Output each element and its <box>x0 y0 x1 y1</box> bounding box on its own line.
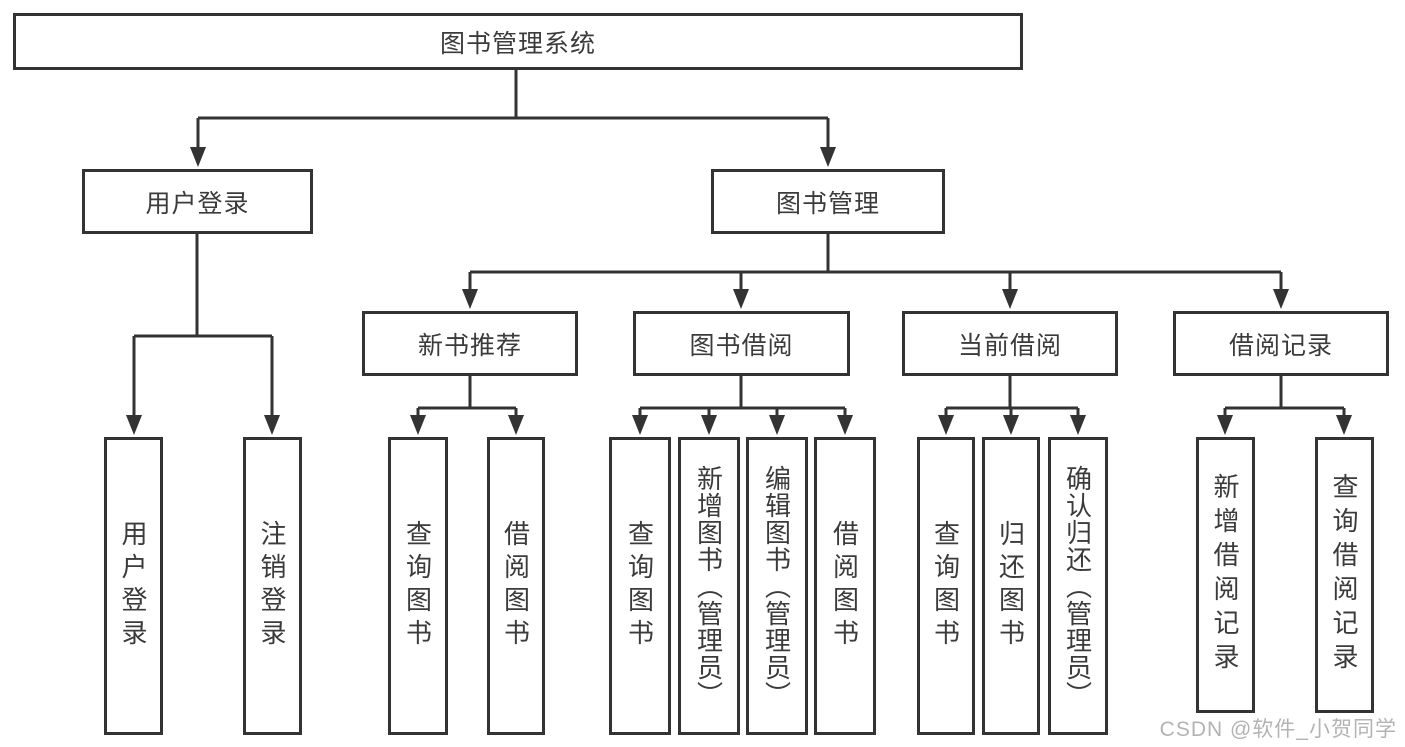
node-current-borrow: 当前借阅 <box>902 311 1118 376</box>
connector-stems <box>132 70 1346 420</box>
node-root-system: 图书管理系统 <box>13 13 1023 70</box>
leaf-query-books-borrow: 查询图书 <box>609 437 671 735</box>
csdn-watermark: CSDN @软件_小贺同学 <box>1159 718 1397 741</box>
node-book-management: 图书管理 <box>711 169 945 234</box>
leaf-add-books-admin: 新增图书（管理员） <box>678 437 740 735</box>
leaf-borrow-books-recommend: 借阅图书 <box>487 437 545 735</box>
leaf-query-borrow-record: 查询借阅记录 <box>1315 437 1374 713</box>
node-book-borrow: 图书借阅 <box>633 311 850 376</box>
leaf-edit-books-admin: 编辑图书（管理员） <box>746 437 808 735</box>
leaf-query-books-recommend: 查询图书 <box>388 437 448 735</box>
leaf-return-books: 归还图书 <box>982 437 1040 735</box>
node-new-book-recommend: 新书推荐 <box>362 311 578 376</box>
node-borrow-records: 借阅记录 <box>1173 311 1389 376</box>
leaf-logout: 注销登录 <box>243 437 302 735</box>
node-user-login-group: 用户登录 <box>82 169 313 234</box>
leaf-add-borrow-record: 新增借阅记录 <box>1196 437 1255 713</box>
leaf-borrow-books: 借阅图书 <box>814 437 876 735</box>
leaf-confirm-return-admin: 确认归还（管理员） <box>1048 437 1108 735</box>
leaf-user-login: 用户登录 <box>104 437 163 735</box>
leaf-query-books-current: 查询图书 <box>917 437 975 735</box>
arrowheads <box>126 147 1352 435</box>
